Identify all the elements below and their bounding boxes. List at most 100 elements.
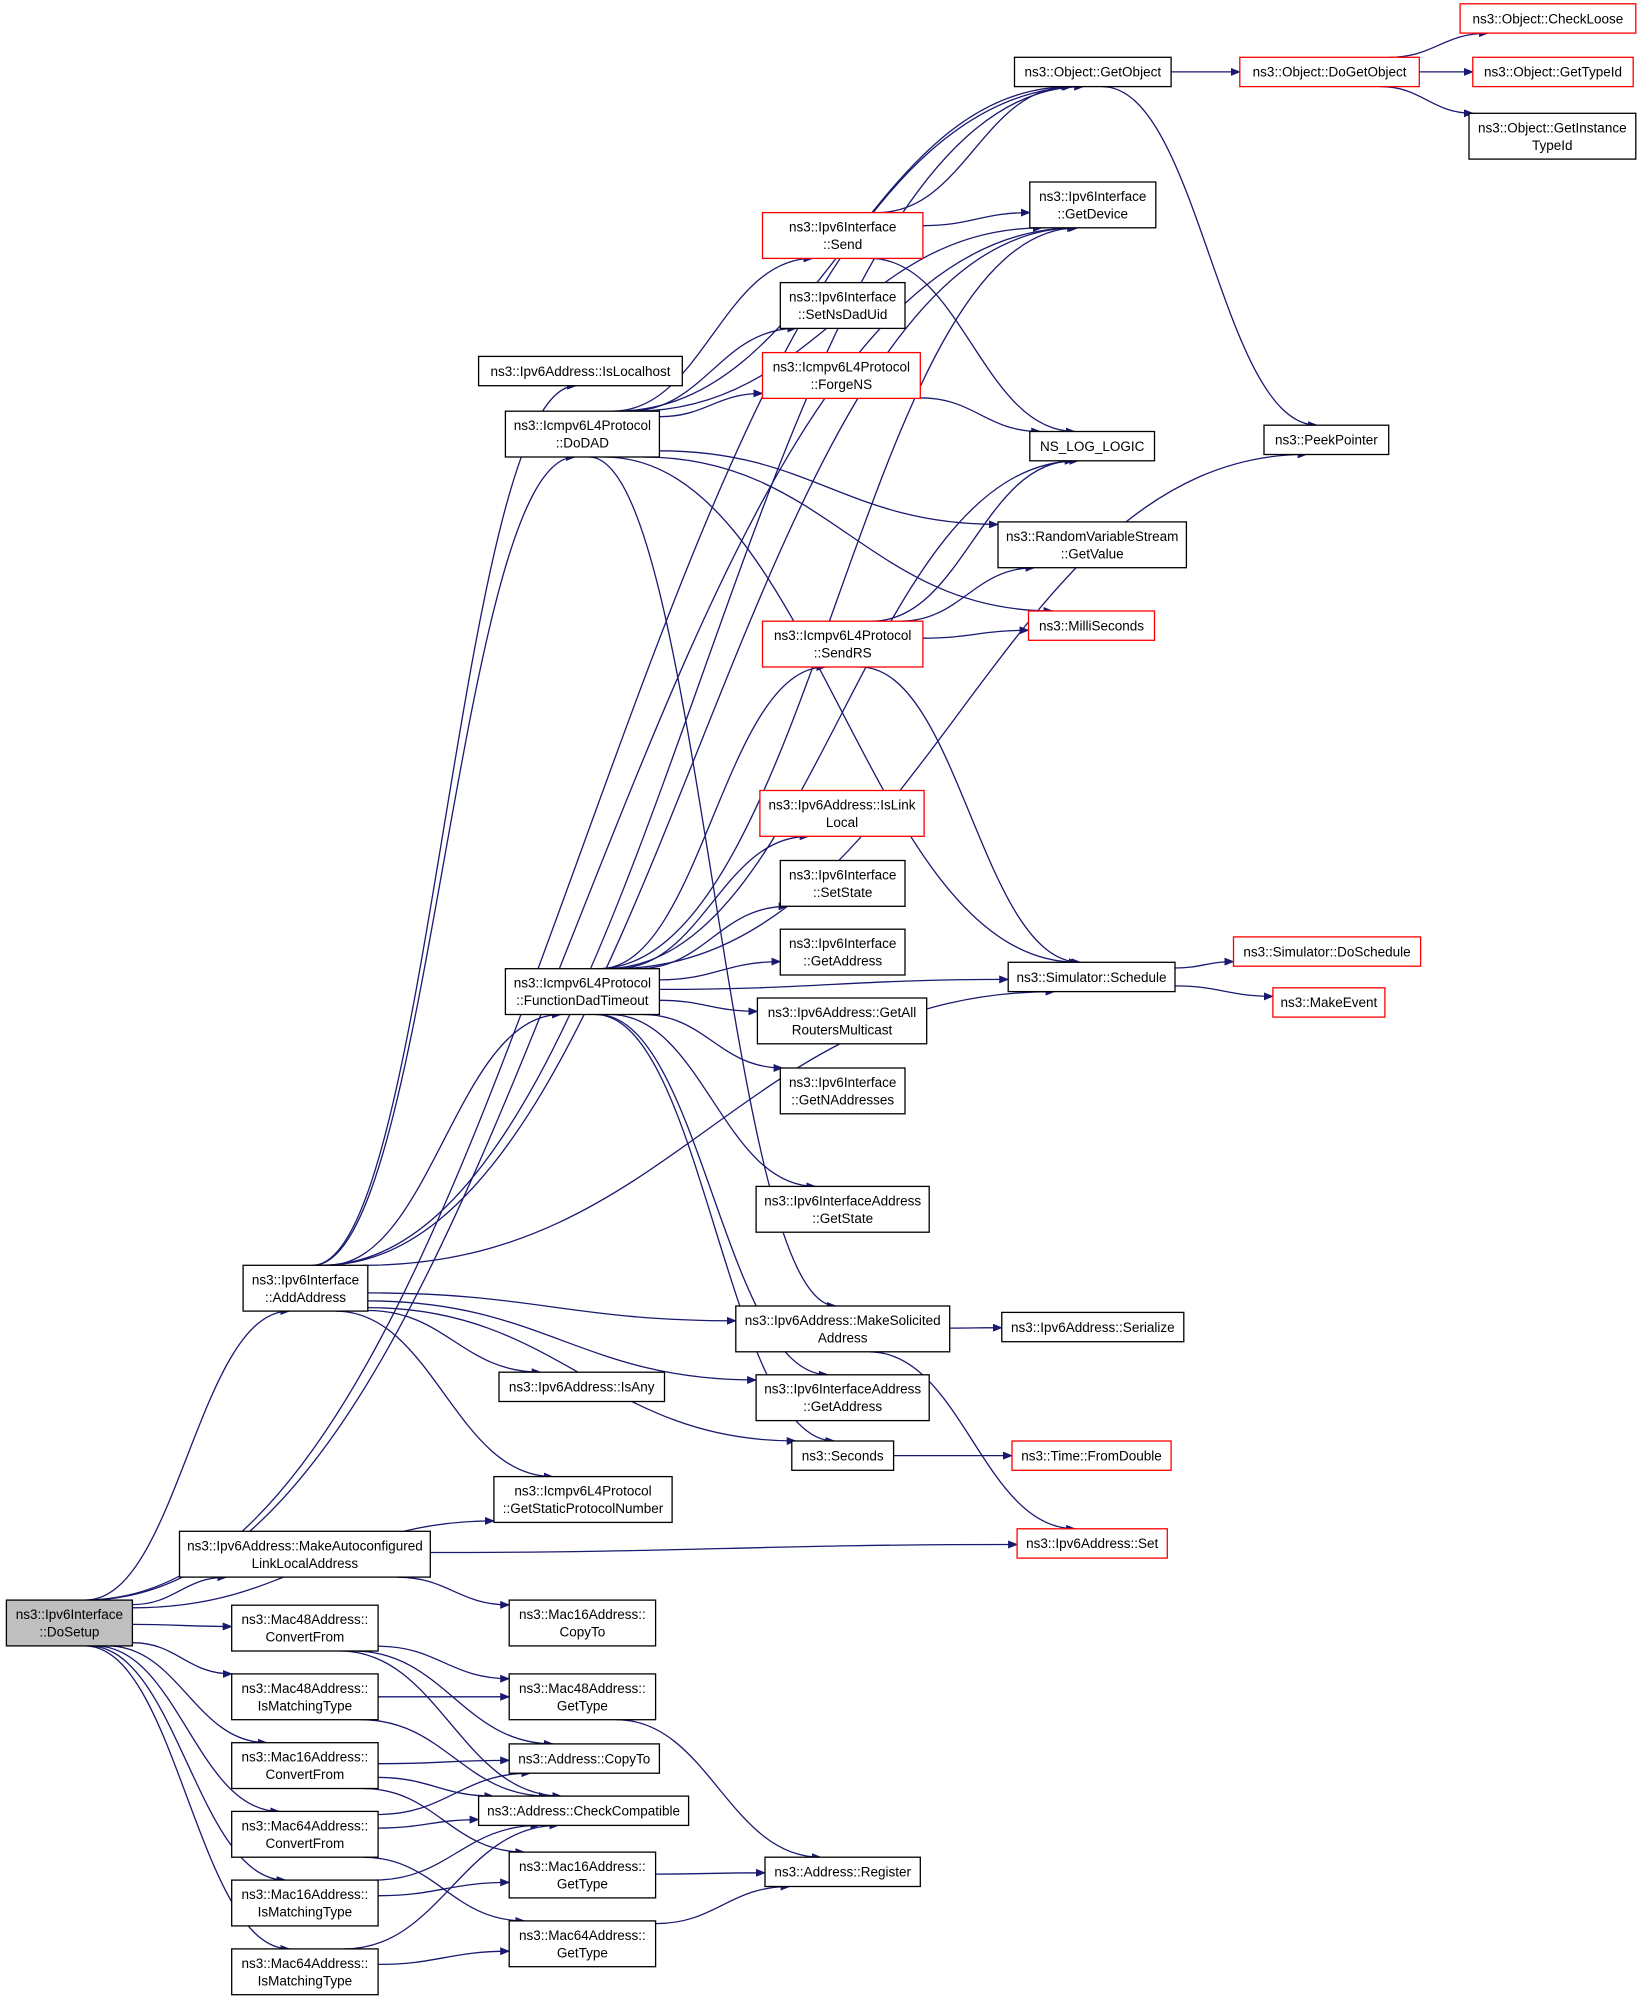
edge-addaddress-to-islocalhost (312, 381, 578, 1266)
edge-sendrs-to-milliseconds (922, 626, 1030, 639)
node-label-line: GetType (557, 1945, 608, 1960)
node-label-line: ns3::Object::DoGetObject (1253, 65, 1407, 80)
node-label-line: ns3::Ipv6Interface (789, 220, 896, 235)
node-iaddrgetstate[interactable]: ns3::Ipv6InterfaceAddress::GetState (755, 1185, 930, 1233)
edge-m48convert-to-addrcheck (339, 1650, 563, 1801)
node-rvsgetvalue[interactable]: ns3::RandomVariableStream::GetValue (997, 521, 1188, 569)
node-iaddrgetaddress[interactable]: ns3::Ipv6InterfaceAddress::GetAddress (755, 1374, 930, 1422)
node-box (493, 1475, 673, 1524)
node-label-line: ns3::Icmpv6L4Protocol (773, 360, 910, 375)
node-getnaddresses[interactable]: ns3::Ipv6Interface::GetNAddresses (779, 1067, 906, 1115)
node-addaddress[interactable]: ns3::Ipv6Interface::AddAddress (242, 1264, 369, 1312)
node-getstaticproto[interactable]: ns3::Icmpv6L4Protocol::GetStaticProtocol… (493, 1475, 673, 1524)
node-m48match[interactable]: ns3::Mac48Address::IsMatchingType (231, 1673, 379, 1721)
node-box (231, 1810, 379, 1858)
edge-dogetobject-to-checkloose (1389, 29, 1490, 58)
edge-schedule-to-doschedule (1174, 957, 1235, 969)
node-label-line: IsMatchingType (258, 1973, 353, 1988)
node-serialize[interactable]: ns3::Ipv6Address::Serialize (1001, 1311, 1185, 1343)
node-setstate[interactable]: ns3::Ipv6Interface::SetState (779, 859, 906, 907)
node-m16gettype[interactable]: ns3::Mac16Address::GetType (508, 1851, 657, 1899)
node-nsloglogic[interactable]: NS_LOG_LOGIC (1029, 430, 1156, 462)
edge-funcdad-to-islinklocal (615, 832, 810, 970)
node-m48convert[interactable]: ns3::Mac48Address::ConvertFrom (231, 1604, 379, 1652)
node-getdevice[interactable]: ns3::Ipv6Interface::GetDevice (1029, 181, 1157, 229)
node-m16match[interactable]: ns3::Mac16Address::IsMatchingType (231, 1879, 379, 1927)
edge-funcdad-to-getallrouters (659, 999, 759, 1016)
node-m16convert[interactable]: ns3::Mac16Address::ConvertFrom (231, 1742, 379, 1790)
node-addrcopyto[interactable]: ns3::Address::CopyTo (508, 1743, 661, 1774)
node-peekpointer[interactable]: ns3::PeekPointer (1263, 424, 1390, 456)
edge-funcdad-to-getnaddresses (642, 1013, 784, 1072)
node-label-line: ::GetAddress (803, 1399, 882, 1414)
edge-m48convert-to-m48gettype (378, 1645, 511, 1683)
edge-dosetup-to-m48convert (132, 1622, 233, 1631)
node-m64match[interactable]: ns3::Mac64Address::IsMatchingType (231, 1948, 379, 1996)
edge-dosetup-to-makeautoll (132, 1573, 228, 1606)
node-box (231, 1604, 379, 1652)
node-label-line: ns3::Icmpv6L4Protocol (514, 1484, 651, 1499)
node-makeevent[interactable]: ns3::MakeEvent (1272, 987, 1386, 1018)
node-box (1001, 1311, 1185, 1343)
node-box (997, 521, 1188, 569)
edge-funcdad-to-getdevice (597, 223, 1079, 970)
node-label-line: GetType (557, 1877, 608, 1892)
node-gettypeid[interactable]: ns3::Object::GetTypeId (1472, 56, 1634, 88)
node-m16copyto[interactable]: ns3::Mac16Address::CopyTo (508, 1599, 657, 1647)
node-box (756, 997, 928, 1045)
node-box (779, 281, 906, 330)
node-sendrs[interactable]: ns3::Icmpv6L4Protocol::SendRS (761, 620, 924, 668)
node-fromdouble[interactable]: ns3::Time::FromDouble (1011, 1440, 1172, 1471)
edge-send-to-getobject (877, 82, 1072, 214)
node-dogetobject[interactable]: ns3::Object::DoGetObject (1239, 56, 1420, 88)
node-label-line: ns3::Ipv6Address::IsAny (509, 1380, 655, 1395)
edge-m16match-to-addrcheck (374, 1821, 541, 1881)
node-label-line: ns3::MakeEvent (1280, 995, 1377, 1010)
node-m64gettype[interactable]: ns3::Mac64Address::GetType (508, 1920, 657, 1968)
edge-m16gettype-to-addrregister (655, 1868, 766, 1877)
node-addrcheck[interactable]: ns3::Address::CheckCompatible (477, 1795, 690, 1827)
edge-dodad-to-makesolicited (588, 456, 837, 1310)
node-addrregister[interactable]: ns3::Address::Register (764, 1856, 921, 1888)
node-label-line: ::FunctionDadTimeout (516, 993, 649, 1008)
node-isany[interactable]: ns3::Ipv6Address::IsAny (498, 1371, 666, 1403)
node-seconds[interactable]: ns3::Seconds (791, 1440, 895, 1471)
node-doschedule[interactable]: ns3::Simulator::DoSchedule (1232, 936, 1422, 967)
node-label-line: ns3::Mac16Address:: (241, 1887, 368, 1902)
node-label-line: IsMatchingType (258, 1905, 353, 1920)
node-m48gettype[interactable]: ns3::Mac48Address::GetType (508, 1673, 657, 1721)
node-box (755, 1185, 930, 1233)
node-m64convert[interactable]: ns3::Mac64Address::ConvertFrom (231, 1810, 379, 1858)
edge-getobject-to-peekpointer (1102, 85, 1319, 430)
edge-sendrs-to-schedule (859, 666, 1082, 967)
edge-addaddress-to-getobject (320, 82, 1085, 1266)
node-ifgetaddress[interactable]: ns3::Ipv6Interface::GetAddress (779, 928, 906, 976)
node-send[interactable]: ns3::Ipv6Interface::Send (761, 211, 924, 260)
node-getobject[interactable]: ns3::Object::GetObject (1013, 56, 1172, 88)
node-setnsdaduid[interactable]: ns3::Ipv6Interface::SetNsDadUid (779, 281, 906, 330)
node-label-line: ns3::Address::Register (774, 1865, 911, 1880)
node-milliseconds[interactable]: ns3::MilliSeconds (1027, 610, 1156, 641)
node-label-line: ns3::Ipv6Address::GetAll (768, 1005, 917, 1020)
node-label-line: ConvertFrom (266, 1836, 345, 1851)
node-label-line: ns3::Ipv6Address::MakeSolicited (745, 1313, 941, 1328)
node-label-line: ::GetNAddresses (791, 1093, 894, 1108)
node-forgens[interactable]: ns3::Icmpv6L4Protocol::ForgeNS (761, 351, 921, 400)
node-box (178, 1530, 431, 1578)
node-dosetup[interactable]: ns3::Ipv6Interface::DoSetup (5, 1599, 134, 1647)
node-islocalhost[interactable]: ns3::Ipv6Address::IsLocalhost (477, 355, 683, 387)
node-label-line: ::GetValue (1061, 546, 1124, 561)
node-schedule[interactable]: ns3::Simulator::Schedule (1007, 961, 1176, 993)
node-dodad[interactable]: ns3::Icmpv6L4Protocol::DoDAD (504, 410, 661, 458)
node-checkloose[interactable]: ns3::Object::CheckLoose (1459, 3, 1637, 34)
node-ipv6set[interactable]: ns3::Ipv6Address::Set (1016, 1528, 1168, 1559)
node-funcdad[interactable]: ns3::Icmpv6L4Protocol::FunctionDadTimeou… (504, 968, 661, 1016)
edge-dogetobject-to-getinstancetypeid (1380, 85, 1474, 118)
node-makeautoll[interactable]: ns3::Ipv6Address::MakeAutoconfiguredLink… (178, 1530, 431, 1578)
node-label-line: ns3::Ipv6Address::Serialize (1011, 1320, 1175, 1335)
